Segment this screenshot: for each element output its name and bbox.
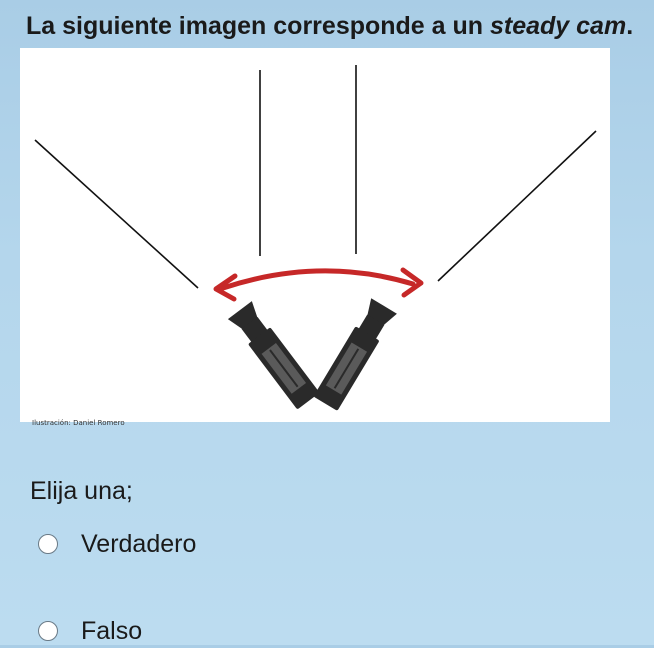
question-title-period: . [626,12,634,40]
steadycam-diagram [34,65,597,411]
radio-button-falso[interactable] [38,621,58,641]
camera-right-icon [314,298,397,411]
option-verdadero[interactable]: Verdadero [38,527,196,561]
option-falso[interactable]: Falso [38,614,142,648]
answer-prompt: Elija una; [30,477,133,505]
illustration-credit: Ilustración: Daniel Romero [32,419,125,427]
option-label-falso[interactable]: Falso [81,616,143,645]
view-line-left [34,139,199,289]
question-title: La siguiente imagen corresponde a un ste… [26,12,646,41]
radio-button-verdadero[interactable] [38,534,58,554]
movement-arrow-arc [220,268,416,291]
movement-arrow-head-right [400,267,424,298]
option-label-verdadero[interactable]: Verdadero [81,529,197,558]
camera-left-icon [227,301,319,409]
question-title-emphasis: steady cam [490,12,627,40]
view-line-right [437,130,597,282]
movement-arrow-head-left [213,273,238,302]
question-title-text: La siguiente imagen corresponde a un [26,12,490,40]
question-illustration: Ilustración: Daniel Romero [20,48,610,427]
